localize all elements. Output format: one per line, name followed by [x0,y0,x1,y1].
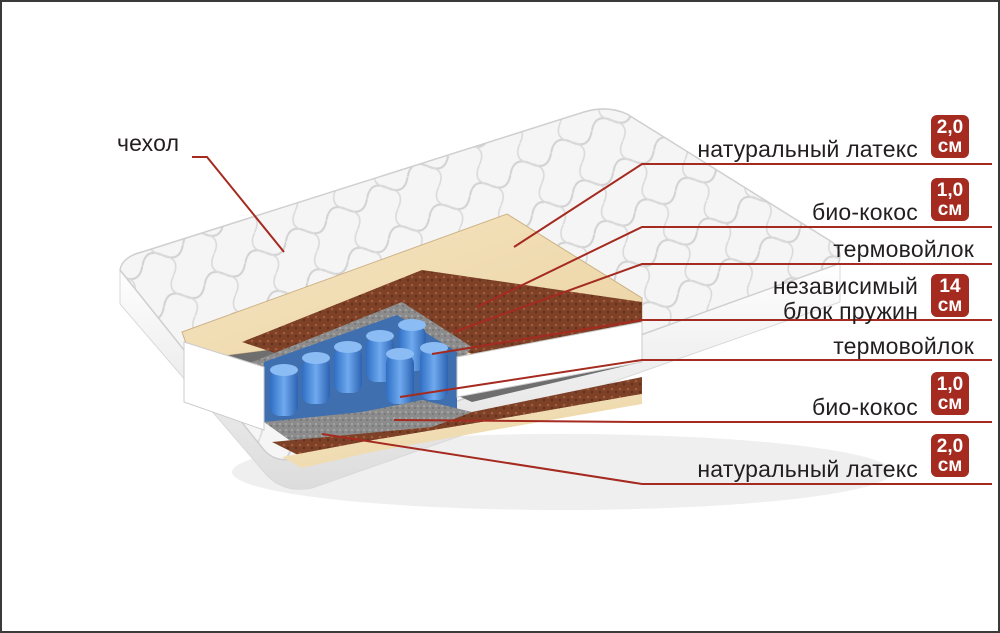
badge-unit: см [937,392,963,414]
badge-unit: см [937,198,963,220]
leader-coir-bottom [393,419,992,423]
side-foam-left [183,341,265,431]
badge-unit: см [937,135,963,157]
spring [334,341,362,393]
cutaway-coir-bottom [272,377,642,457]
spring [270,364,298,416]
badge-latex-bottom: 2,0 см [931,434,969,477]
label-felt-top: термовойлок [833,236,974,262]
leader-springs [431,319,992,355]
leader-lines [192,156,992,485]
label-latex-bottom: натуральный латекс [697,456,918,482]
cutaway-latex-bottom [282,394,642,468]
label-felt-bottom: термовойлок [833,333,974,359]
badge-value: 2,0 [936,116,964,138]
pocket-springs [270,319,448,416]
spring [420,342,448,400]
badge-unit: см [937,294,963,316]
label-latex-top: натуральный латекс [697,136,918,162]
label-springs-line1: независимый [772,273,918,299]
cutaway-felt-bottom [264,400,472,442]
spring [386,348,414,404]
badge-value: 14 [939,275,961,297]
leader-cover [192,156,285,253]
label-cover: чехол [117,130,180,156]
badge-latex-top: 2,0 см [931,115,969,158]
side-foam-right [456,321,643,398]
badge-springs: 14 см [931,274,969,317]
badge-coir-top: 1,0 см [931,178,969,221]
label-coir-top: био-кокос [812,199,918,225]
leader-latex-bottom [321,433,992,485]
leader-felt-bottom [399,359,992,398]
badge-coir-bottom: 1,0 см [931,372,969,415]
badge-value: 1,0 [936,373,964,395]
badge-unit: см [937,454,963,476]
badge-value: 2,0 [936,435,964,457]
leader-latex-top [513,163,992,248]
spring [302,352,330,404]
leader-felt-top [453,263,992,333]
label-springs-line2: блок пружин [783,298,918,324]
label-coir-bottom: био-кокос [812,394,918,420]
leader-coir-top [476,226,992,308]
label-springs: независимый блок пружин [652,274,918,324]
badge-value: 1,0 [936,179,964,201]
